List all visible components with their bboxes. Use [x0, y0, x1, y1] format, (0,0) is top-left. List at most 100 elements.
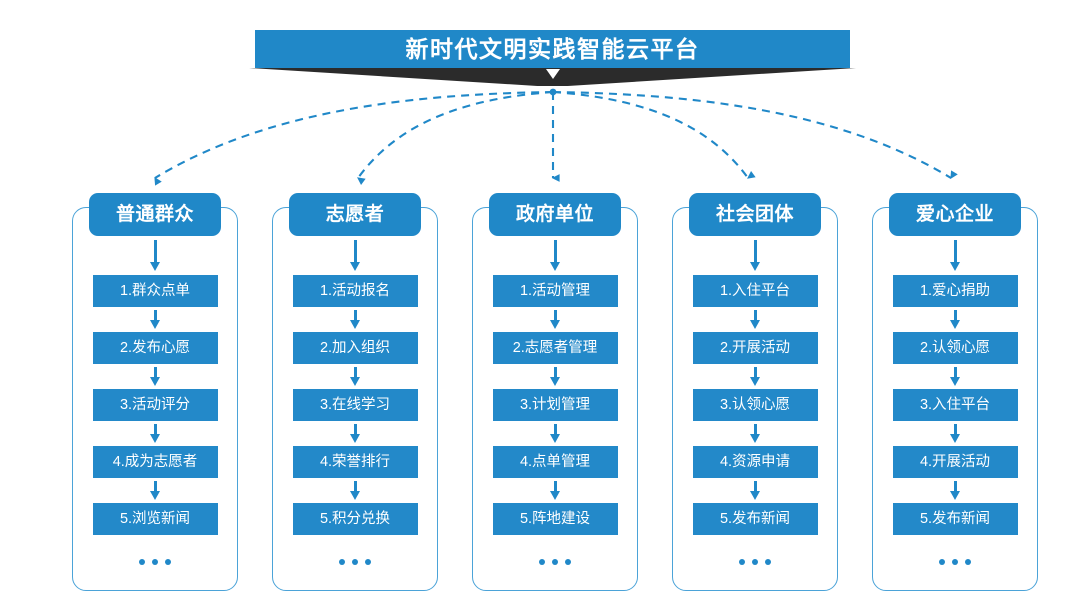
list-item[interactable]: 5.发布新闻 — [692, 503, 818, 535]
list-item[interactable]: 3.计划管理 — [492, 389, 618, 421]
list-item-label: 4.开展活动 — [919, 453, 991, 470]
role-column-volunteer[interactable]: 志愿者 1.活动报名 2.加入组织 3.在线学习 — [272, 193, 438, 591]
platform-title-bar: 新时代文明实践智能云平台 — [255, 30, 850, 68]
list-item[interactable]: 5.积分兑换 — [292, 503, 418, 535]
list-item-label: 5.发布新闻 — [919, 510, 991, 527]
arrow-down-icon — [472, 421, 638, 446]
list-item-label: 1.入住平台 — [719, 282, 791, 299]
list-item-label: 2.志愿者管理 — [512, 339, 598, 356]
list-item[interactable]: 1.入住平台 — [692, 275, 818, 307]
list-item[interactable]: 1.群众点单 — [92, 275, 218, 307]
arrow-down-icon — [472, 307, 638, 332]
connector-arrow-2 — [357, 90, 554, 186]
list-item-label: 2.认领心愿 — [919, 339, 991, 356]
more-items-ellipsis — [472, 535, 638, 575]
list-item-label: 2.开展活动 — [719, 339, 791, 356]
arrow-down-icon — [872, 421, 1038, 446]
list-item[interactable]: 5.发布新闻 — [892, 503, 1018, 535]
arrow-down-icon — [672, 478, 838, 503]
list-item[interactable]: 2.开展活动 — [692, 332, 818, 364]
triangle-down-icon — [546, 69, 560, 79]
arrow-down-icon — [272, 307, 438, 332]
arrow-down-icon — [872, 307, 1038, 332]
role-header-label: 爱心企业 — [915, 204, 994, 225]
role-header-label: 社会团体 — [715, 204, 794, 225]
arrow-down-icon — [272, 421, 438, 446]
list-item-label: 4.成为志愿者 — [112, 453, 198, 470]
platform-title-banner: 新时代文明实践智能云平台 — [255, 30, 850, 68]
list-item-label: 5.发布新闻 — [719, 510, 791, 527]
list-item[interactable]: 5.阵地建设 — [492, 503, 618, 535]
list-item[interactable]: 2.发布心愿 — [92, 332, 218, 364]
arrow-down-icon — [872, 364, 1038, 389]
more-items-ellipsis — [672, 535, 838, 575]
list-item[interactable]: 1.活动报名 — [292, 275, 418, 307]
list-item[interactable]: 3.在线学习 — [292, 389, 418, 421]
arrow-down-icon — [72, 307, 238, 332]
role-header-badge[interactable]: 志愿者 — [289, 193, 421, 236]
list-item-label: 1.群众点单 — [119, 282, 191, 299]
list-item-label: 1.活动管理 — [519, 282, 591, 299]
arrow-down-icon — [472, 478, 638, 503]
list-item[interactable]: 3.入住平台 — [892, 389, 1018, 421]
role-header-badge[interactable]: 爱心企业 — [889, 193, 1021, 236]
page-title: 新时代文明实践智能云平台 — [405, 35, 700, 62]
list-item-label: 4.荣誉排行 — [319, 453, 391, 470]
role-header-badge[interactable]: 政府单位 — [489, 193, 621, 236]
connector-arrow-4 — [552, 90, 756, 179]
arrow-down-icon — [72, 421, 238, 446]
arrow-down-icon — [872, 478, 1038, 503]
role-header-label: 普通群众 — [115, 204, 194, 225]
list-item-label: 5.浏览新闻 — [119, 510, 191, 527]
role-header-label: 志愿者 — [325, 204, 385, 225]
role-header-badge[interactable]: 社会团体 — [689, 193, 821, 236]
role-column-ordinary-public[interactable]: 普通群众 1.群众点单 2.发布心愿 3.活动评 — [72, 193, 238, 591]
list-item-label: 5.积分兑换 — [319, 510, 391, 527]
list-item[interactable]: 4.成为志愿者 — [92, 446, 218, 478]
list-item[interactable]: 2.加入组织 — [292, 332, 418, 364]
connector-arrow-5 — [552, 90, 958, 180]
list-item[interactable]: 3.活动评分 — [92, 389, 218, 421]
list-item[interactable]: 3.认领心愿 — [692, 389, 818, 421]
arrow-down-icon — [272, 478, 438, 503]
arrow-down-icon — [672, 307, 838, 332]
list-item-label: 4.资源申请 — [719, 453, 791, 470]
role-item-list: 1.活动报名 2.加入组织 3.在线学习 4.荣誉排行 — [272, 236, 438, 575]
arrow-down-icon — [872, 236, 1038, 275]
list-item-label: 3.活动评分 — [119, 396, 191, 413]
list-item[interactable]: 1.爱心捐助 — [892, 275, 1018, 307]
role-item-list: 1.入住平台 2.开展活动 3.认领心愿 4.资源申请 — [672, 236, 838, 575]
list-item-label: 1.爱心捐助 — [919, 282, 991, 299]
list-item[interactable]: 4.荣誉排行 — [292, 446, 418, 478]
more-items-ellipsis — [272, 535, 438, 575]
arrow-down-icon — [672, 421, 838, 446]
arrow-down-icon — [72, 364, 238, 389]
role-column-government-unit[interactable]: 政府单位 1.活动管理 2.志愿者管理 3.计划 — [472, 193, 638, 591]
list-item[interactable]: 2.志愿者管理 — [492, 332, 618, 364]
list-item[interactable]: 2.认领心愿 — [892, 332, 1018, 364]
more-items-ellipsis — [872, 535, 1038, 575]
hub-connectors — [154, 88, 958, 186]
list-item[interactable]: 1.活动管理 — [492, 275, 618, 307]
list-item[interactable]: 4.开展活动 — [892, 446, 1018, 478]
list-item[interactable]: 4.点单管理 — [492, 446, 618, 478]
role-item-list: 1.爱心捐助 2.认领心愿 3.入住平台 4.开展活动 — [872, 236, 1038, 575]
arrow-down-icon — [272, 236, 438, 275]
list-item-label: 3.入住平台 — [919, 396, 991, 413]
arrow-down-icon — [672, 364, 838, 389]
role-item-list: 1.活动管理 2.志愿者管理 3.计划管理 4.点单管理 — [472, 236, 638, 575]
role-column-caring-enterprise[interactable]: 爱心企业 1.爱心捐助 2.认领心愿 3.入住平 — [872, 193, 1038, 591]
list-item[interactable]: 5.浏览新闻 — [92, 503, 218, 535]
connector-arrow-1 — [154, 90, 554, 186]
list-item[interactable]: 4.资源申请 — [692, 446, 818, 478]
role-header-label: 政府单位 — [515, 204, 594, 225]
list-item-label: 4.点单管理 — [519, 453, 591, 470]
list-item-label: 2.加入组织 — [319, 339, 391, 356]
arrow-down-icon — [272, 364, 438, 389]
role-column-social-group[interactable]: 社会团体 1.入住平台 2.开展活动 3.认领心 — [672, 193, 838, 591]
list-item-label: 1.活动报名 — [319, 282, 391, 299]
role-header-badge[interactable]: 普通群众 — [89, 193, 221, 236]
arrow-down-icon — [72, 236, 238, 275]
